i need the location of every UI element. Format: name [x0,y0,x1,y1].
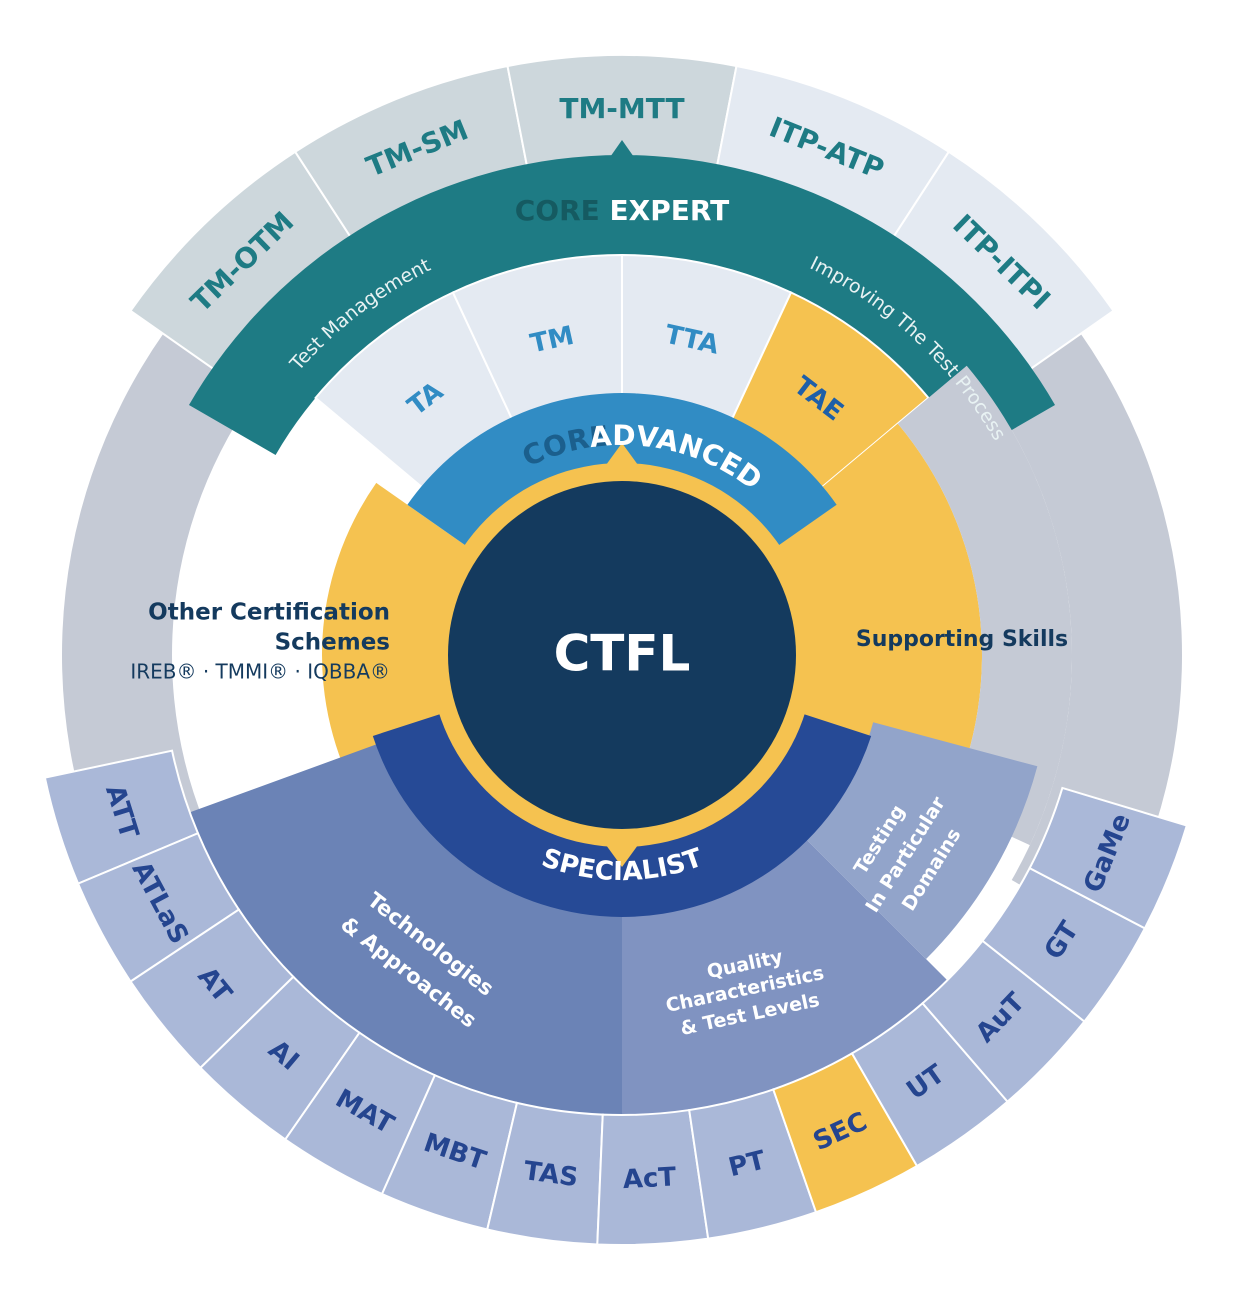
other-schemes-title-line2: Schemes [275,630,390,656]
core-expert-notch [608,140,636,160]
center-ring-bottom-notch [606,845,638,867]
center-ring-top-notch [606,443,638,465]
core-expert-prefix: CORE [515,194,610,227]
other-schemes-list: IREB® · TMMI® · IQBBA® [130,660,390,684]
specialist-module-pt [688,1088,818,1240]
expert-module-label-tm-mtt: TM-MTT [559,92,684,125]
specialist-module-atlas [76,831,241,983]
core-expert-band [188,155,1056,456]
specialist-module-aut [921,939,1086,1104]
core-expert-title-text: EXPERT [610,194,730,227]
specialist-module-label-tas: TAS [522,1156,580,1193]
supporting-skills-grey [897,365,1072,846]
specialist-module-sec [772,1052,919,1214]
supporting-skills-label: Supporting Skills [856,627,1068,652]
quality-levels-segment [622,838,948,1115]
specialist-module-act [596,1108,710,1246]
specialist-module-at [129,908,295,1070]
particular-domains-segment [805,722,1038,960]
specialist-module-gt [981,866,1147,1023]
specialist-module-label-act: AcT [622,1162,677,1195]
specialist-band [372,709,872,917]
specialist-module-ai [199,975,361,1141]
wheel-segments [43,54,1189,1246]
other-schemes-title-line1: Other Certification [148,600,390,626]
specialist-module-mat [283,1031,437,1196]
specialist-module-tas [486,1101,604,1246]
specialist-module-att [43,749,200,885]
core-expert-title: CORE EXPERT [515,194,730,227]
specialist-module-ut [850,1001,1009,1168]
ctfl-core [448,481,796,829]
tech-approaches-segment [189,743,622,1115]
ctfl-label: CTFL [554,625,691,683]
side-ring-right [990,333,1182,935]
specialist-module-game [1028,786,1189,930]
specialist-module-mbt [380,1073,519,1231]
